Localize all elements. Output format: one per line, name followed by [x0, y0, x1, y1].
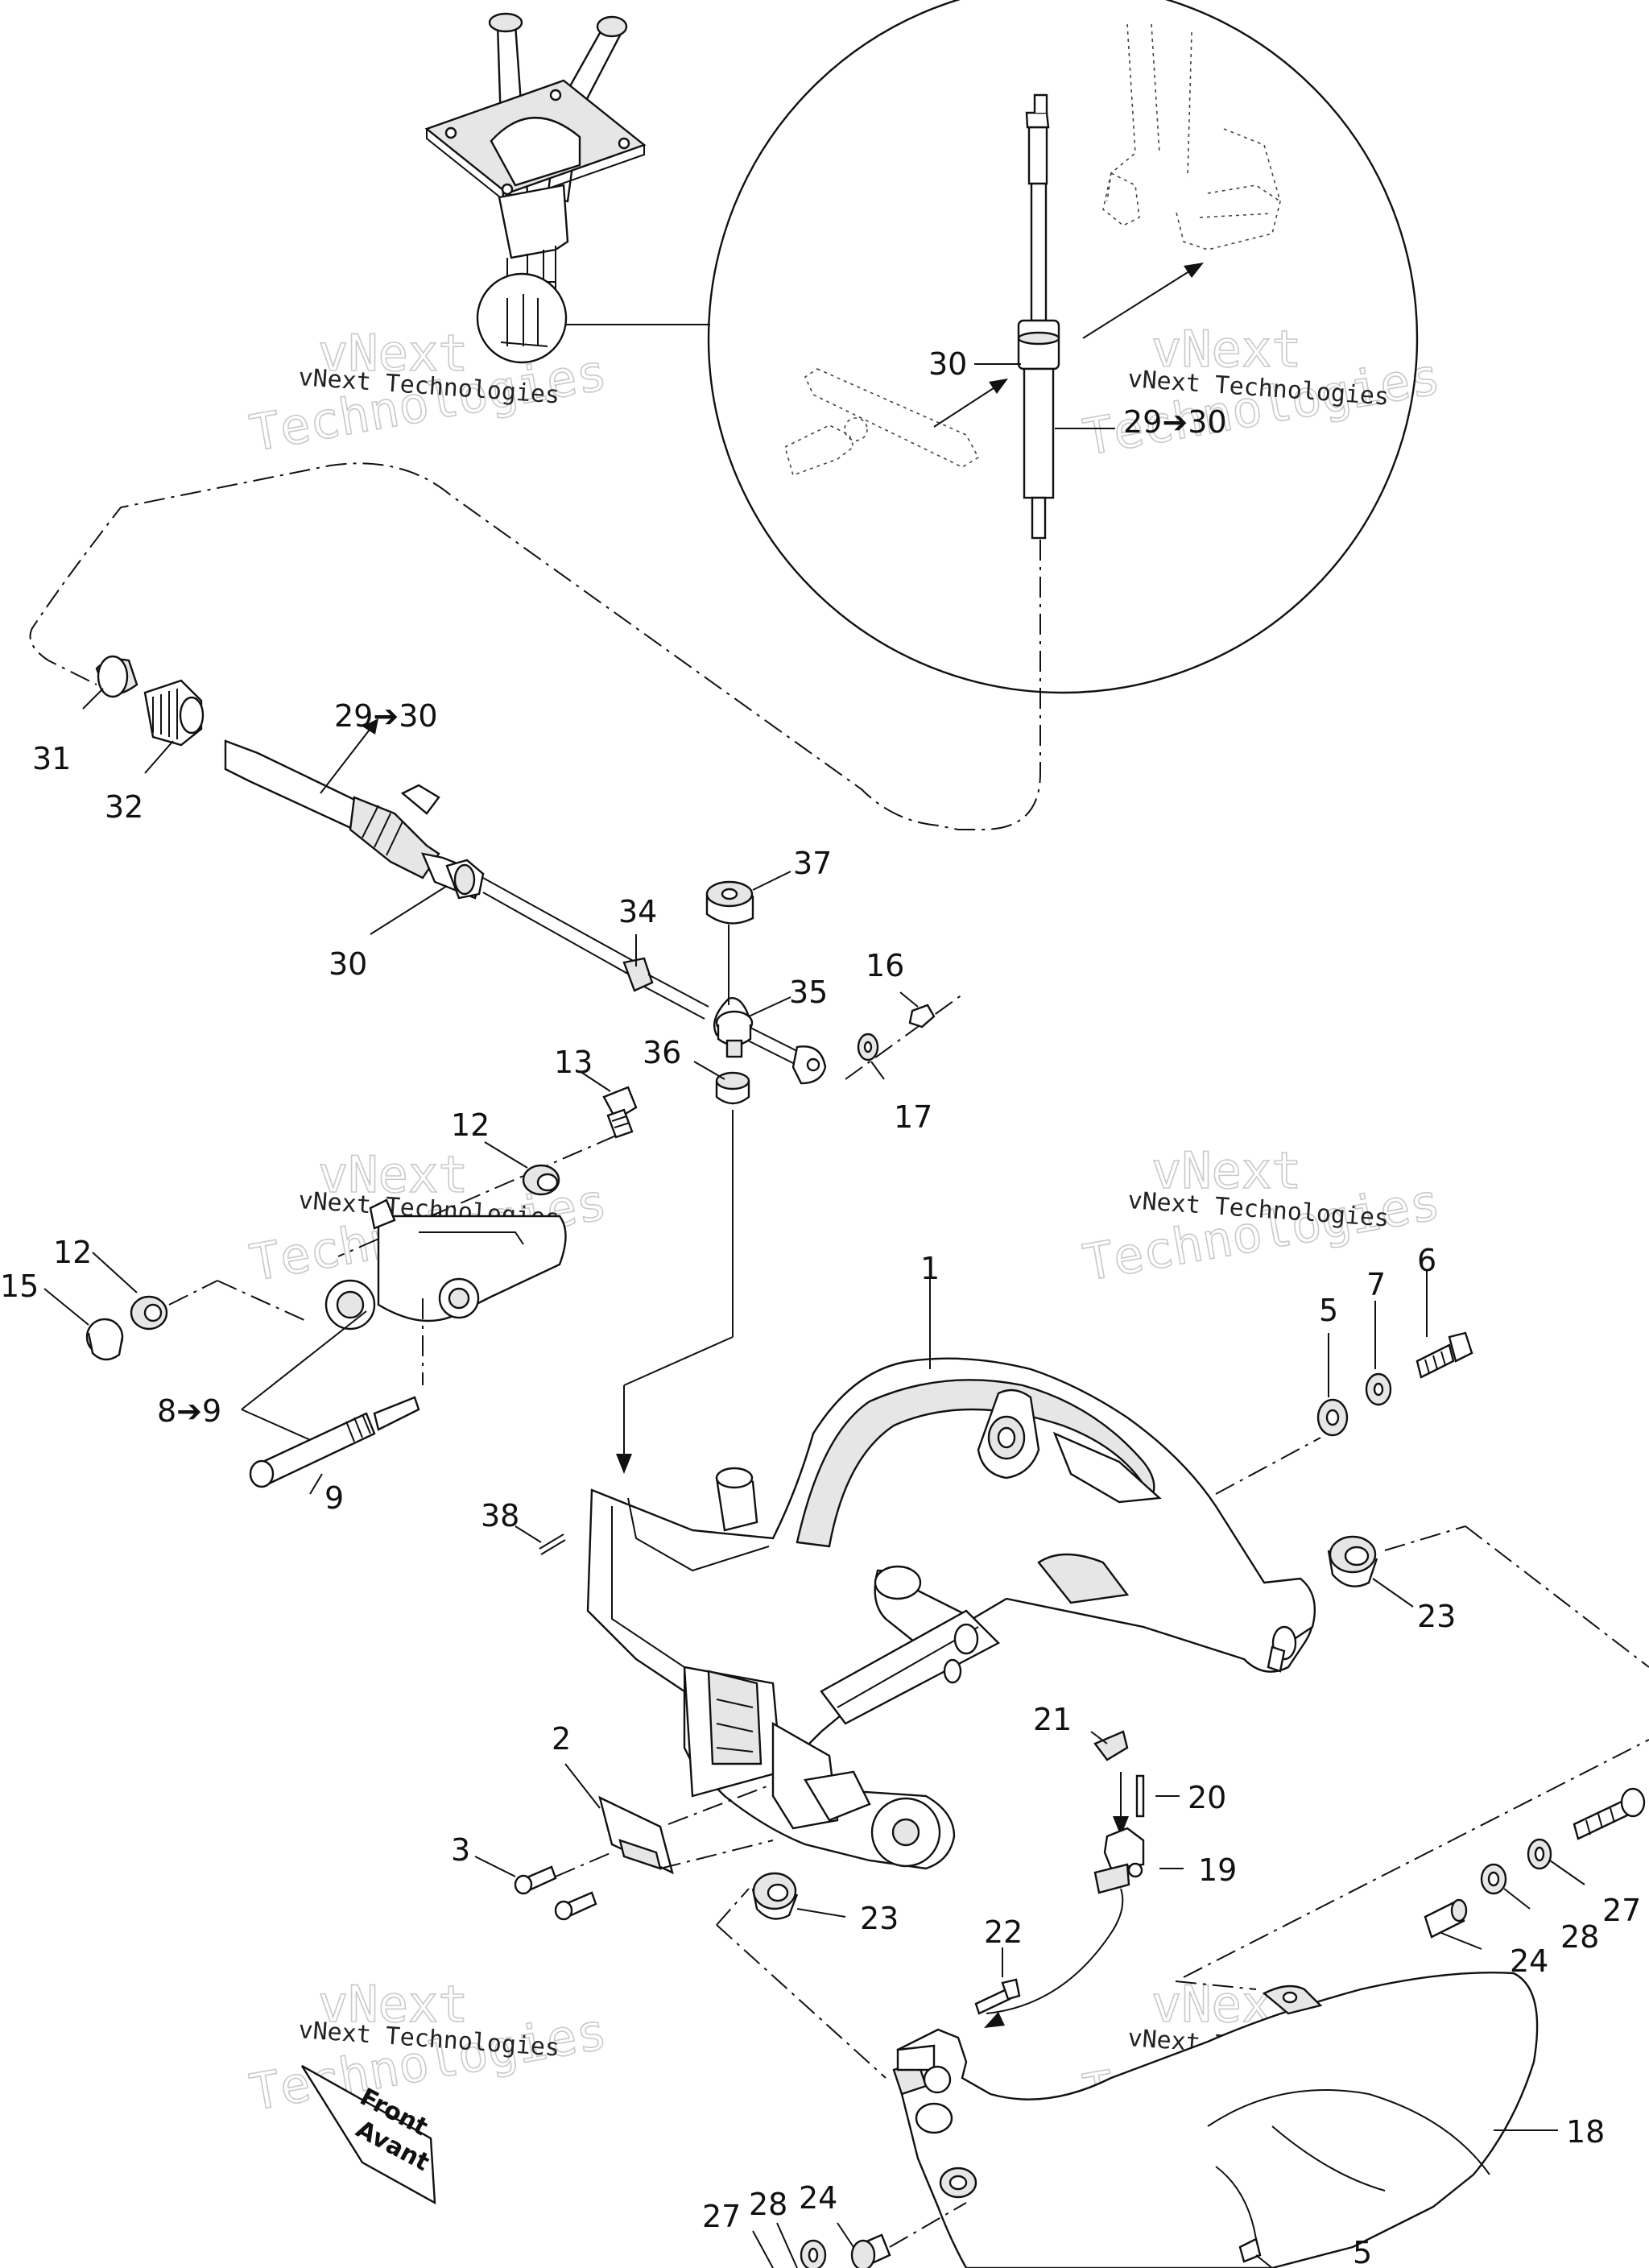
callout-labels: 30 29➔30 31 32 29➔30 30 37 34 35 16 17 3… [0, 346, 1641, 2268]
callout-label: 20 [1188, 1780, 1226, 1815]
callout-label: 9 [324, 1480, 344, 1516]
shift-cable [82, 655, 827, 1085]
callout-label: 19 [1198, 1852, 1237, 1888]
part-12-bushing-upper [484, 1141, 560, 1196]
callout-label: 29➔30 [334, 698, 438, 734]
part-18-housing [892, 1971, 1558, 2268]
part-5-6-7-hardware [1316, 1271, 1473, 1437]
part-1-main-bracket [586, 1273, 1321, 1870]
callout-label: 23 [860, 1901, 899, 1936]
watermark-big-line1: vNext [318, 1975, 469, 2034]
callout-label: 30 [329, 946, 367, 982]
callout-label: 24 [799, 2180, 837, 2216]
shifter-assembly [424, 12, 647, 364]
callout-label: 7 [1366, 1267, 1386, 1302]
callout-label: 13 [554, 1045, 593, 1080]
callout-label: 28 [749, 2187, 787, 2222]
part-37-bushing [705, 871, 791, 1005]
watermark-2: vNext Technologies vNext Technologies [1078, 319, 1444, 467]
callout-label: 5 [1319, 1293, 1338, 1328]
part-35-swivel [715, 996, 791, 1058]
part-23-bushing-lower [716, 1872, 886, 2079]
callout-label: 30 [928, 346, 967, 382]
watermark-big-line1: vNext [1151, 320, 1302, 379]
part-24-27-28-link [1183, 1739, 1649, 1978]
callout-label: 2 [552, 1721, 571, 1757]
callout-label: 28 [1560, 1919, 1599, 1955]
callout-label: 17 [894, 1099, 932, 1135]
callout-label: 12 [451, 1107, 490, 1143]
callout-label: 34 [618, 894, 657, 929]
part-19-20-21-latch [1090, 1730, 1184, 1894]
callout-label: 27 [702, 2199, 741, 2234]
callout-label: 6 [1417, 1243, 1436, 1278]
callout-label: 12 [53, 1235, 92, 1270]
part-8-lever-arm [241, 1198, 567, 1442]
callout-label: 29➔30 [1123, 404, 1227, 440]
part-23-bushing-right [1327, 1525, 1649, 1668]
part-9-pin [249, 1396, 420, 1495]
callout-label: 32 [105, 789, 143, 825]
callout-label: 21 [1033, 1702, 1072, 1737]
part-22-screw [974, 1888, 1124, 2028]
part-16-17-nut-washer [845, 991, 963, 1080]
part-12-15-bushing-cap [43, 1252, 307, 1361]
callout-label: 22 [984, 1914, 1023, 1950]
part-24-27-28-lower [752, 2202, 1273, 2268]
callout-label: 38 [481, 1498, 519, 1533]
watermark-4: vNext Technologies vNext Technologies [1078, 1140, 1444, 1293]
watermark-big-line1: vNext [318, 324, 469, 383]
part-36-nut [616, 1061, 750, 1474]
callout-label: 18 [1566, 2114, 1605, 2150]
callout-label: 23 [1417, 1599, 1456, 1634]
callout-label: 36 [643, 1035, 681, 1070]
part-2-3-plate-screws [474, 1763, 774, 1921]
callout-label: 37 [793, 846, 832, 881]
watermark-big-line1: vNext [1151, 1141, 1302, 1200]
cable-routing-line [29, 462, 1041, 830]
callout-label: 3 [451, 1832, 470, 1868]
callout-label: 5 [1353, 2235, 1372, 2268]
callout-label: 27 [1602, 1893, 1641, 1928]
callout-label: 8➔9 [157, 1393, 221, 1429]
callout-label: 15 [0, 1269, 39, 1304]
callout-label: 16 [866, 948, 904, 983]
watermark-5: vNext Technologies vNext Technologies [245, 1974, 611, 2122]
callout-label: 35 [789, 975, 828, 1010]
detail-magnifier [707, 0, 1419, 694]
watermark-big-line1: vNext [318, 1145, 469, 1204]
part-38-pin [515, 1525, 566, 1555]
callout-label: 24 [1510, 1943, 1548, 1979]
callout-label: 31 [32, 741, 71, 776]
callout-label: 1 [920, 1251, 940, 1286]
